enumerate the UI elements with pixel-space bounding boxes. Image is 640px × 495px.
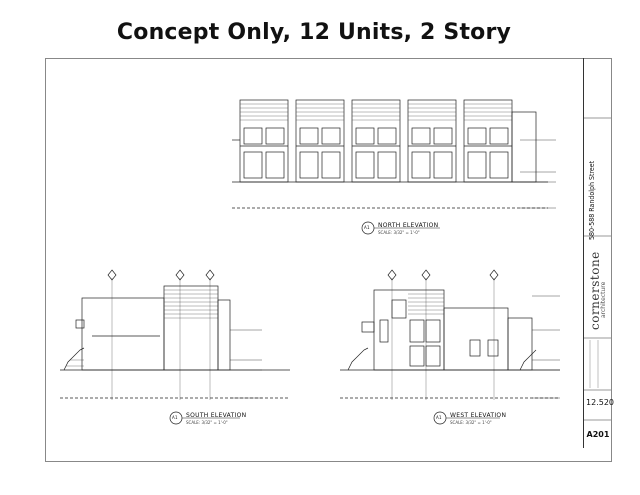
sheet-border [45,58,612,462]
south-view-number: A1 [172,415,178,420]
west-view-scale: SCALE: 3/32" = 1'-0" [450,420,492,425]
north-unit-5 [463,99,513,183]
north-unit-4 [407,99,457,183]
south-view-scale: SCALE: 3/32" = 1'-0" [186,420,228,425]
north-elevation-drawing [232,99,556,209]
firm-subtitle: architecture [600,281,607,318]
north-view-scale: SCALE: 3/32" = 1'-0" [378,230,420,235]
north-unit-1 [239,99,289,183]
north-unit-2 [295,99,345,183]
west-view-title: WEST ELEVATION [450,412,507,419]
page-title: Concept Only, 12 Units, 2 Story [116,20,512,45]
job-number: 12.520 [586,398,614,407]
title-block [583,58,612,448]
north-view-title: NORTH ELEVATION [378,222,439,229]
west-elevation-drawing [340,269,560,400]
north-unit-3 [351,99,401,183]
west-view-number: A1 [436,415,442,420]
south-elevation-drawing [60,269,290,400]
north-view-number: A1 [364,225,370,230]
title-block-grid [583,117,611,421]
south-view-title: SOUTH ELEVATION [186,412,247,419]
project-name: 580-588 Randolph Street [588,160,596,240]
sheet-number: A201 [586,430,610,439]
